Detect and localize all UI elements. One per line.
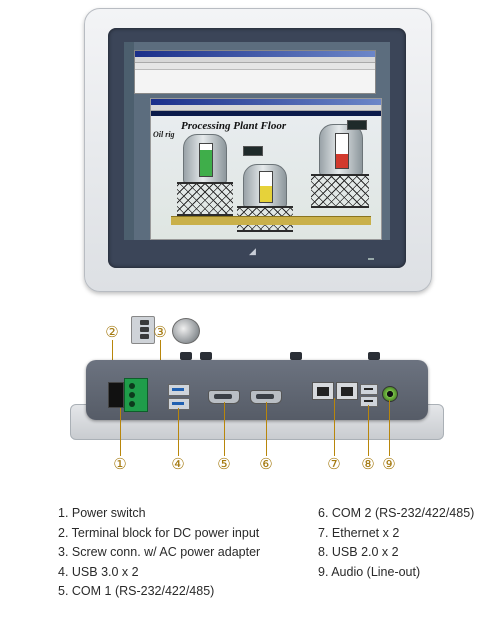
leader-line-2: [112, 340, 113, 364]
scada-window-menubar: [151, 105, 381, 111]
leader-line-6: [266, 402, 267, 456]
tank-middle-gauge: [259, 171, 273, 203]
tank-left: [183, 134, 227, 184]
desktop-background: [124, 42, 134, 240]
callout-7: ⑦: [327, 455, 341, 473]
terminal-pin: [140, 334, 149, 339]
scada-window-content: Processing Plant Floor Oil rig: [151, 116, 381, 239]
mount-post: [290, 352, 302, 360]
terminal-hole: [129, 383, 135, 389]
power-led: [368, 258, 374, 260]
leader-line-5: [224, 402, 225, 456]
callout-3: ③: [153, 323, 167, 341]
legend-item-6: 6. COM 2 (RS-232/422/485): [318, 506, 475, 520]
legend-item-7: 7. Ethernet x 2: [318, 525, 400, 540]
callout-1: ①: [113, 455, 127, 473]
tank-right-level: [336, 154, 348, 168]
usb2-port: [360, 384, 378, 395]
background-window-toolbar: [135, 63, 375, 70]
terminal-block-closeup: [131, 316, 155, 344]
usb3-port: [168, 384, 190, 396]
leader-line-3: [160, 340, 161, 364]
display-screen: Processing Plant Floor Oil rig: [124, 42, 390, 240]
callout-8: ⑧: [361, 455, 375, 473]
terminal-pin: [140, 320, 149, 325]
usb3-port: [168, 398, 190, 410]
legend-item-9: 9. Audio (Line-out): [318, 564, 421, 579]
legend-item-5: 5. COM 1 (RS-232/422/485): [58, 584, 215, 598]
mount-post: [368, 352, 380, 360]
side-label: Oil rig: [153, 130, 175, 139]
brand-logo: ◢: [249, 246, 256, 256]
leader-line-1: [120, 408, 121, 456]
ethernet-port: [336, 382, 358, 400]
readout-right: [347, 120, 367, 130]
plant-floor-title: Processing Plant Floor: [181, 120, 287, 132]
screw-connector-closeup: [172, 318, 200, 344]
mount-post: [180, 352, 192, 360]
ethernet-port: [312, 382, 334, 400]
leader-line-8: [368, 405, 369, 456]
legend-item-8: 8. USB 2.0 x 2: [318, 545, 399, 559]
leader-line-9: [389, 400, 390, 456]
dc-terminal-block: [124, 378, 148, 412]
background-window: [134, 50, 376, 94]
mount-post: [200, 352, 212, 360]
readout-left: [243, 146, 263, 156]
callout-9: ⑨: [382, 455, 396, 473]
legend-right-column: 6. COM 2 (RS-232/422/485) 7. Ethernet x …: [318, 504, 474, 582]
background-window-menubar: [135, 57, 375, 63]
support-truss-right: [311, 174, 369, 208]
power-switch: [108, 382, 124, 408]
legend-item-2: 2. Terminal block for DC power input: [58, 525, 260, 540]
background-window-titlebar: [135, 51, 375, 57]
callout-2: ②: [105, 323, 119, 341]
tank-middle-level: [260, 185, 272, 202]
tank-middle: [243, 164, 287, 208]
tank-left-level: [200, 150, 212, 176]
walkway: [171, 216, 371, 225]
terminal-hole: [129, 401, 135, 407]
support-truss-left: [177, 182, 233, 216]
usb2-port: [360, 396, 378, 407]
tank-right-gauge: [335, 133, 349, 169]
tank-left-gauge: [199, 143, 213, 177]
legend-left-column: 1. Power switch 2. Terminal block for DC…: [58, 504, 260, 602]
leader-line-7: [334, 398, 335, 456]
leader-line-4: [178, 408, 179, 456]
audio-line-out-jack: [382, 386, 398, 402]
scada-window-titlebar: [151, 99, 381, 105]
tank-right: [319, 124, 363, 176]
callout-5: ⑤: [217, 455, 231, 473]
scada-window: Processing Plant Floor Oil rig: [150, 98, 382, 240]
legend-item-3: 3. Screw conn. w/ AC power adapter: [58, 545, 261, 559]
terminal-hole: [129, 392, 135, 398]
legend-item-4: 4. USB 3.0 x 2: [58, 564, 139, 579]
callout-6: ⑥: [259, 455, 273, 473]
terminal-pin: [140, 327, 149, 332]
legend-item-1: 1. Power switch: [58, 506, 146, 520]
callout-4: ④: [171, 455, 185, 473]
